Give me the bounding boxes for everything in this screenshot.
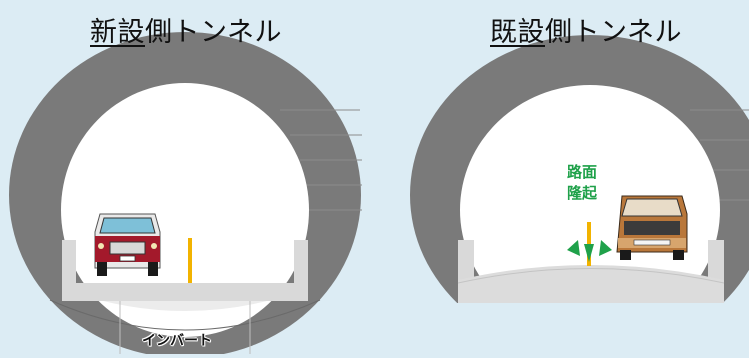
left-title-underlined: 新設 <box>90 17 145 48</box>
heave-arrows <box>567 240 612 262</box>
right-title-underlined: 既設 <box>490 17 545 48</box>
right-heaved-road <box>458 265 724 303</box>
left-lining-texture <box>280 109 362 211</box>
road-heave-label-line1: 路面 <box>567 163 598 181</box>
arrow-up-center-icon <box>584 244 594 262</box>
left-car <box>88 208 168 280</box>
invert-label: インバート <box>142 333 212 349</box>
left-tunnel-title: 新設側トンネル <box>90 10 282 49</box>
left-title-rest: 側トンネル <box>145 17 282 48</box>
right-curb-left <box>458 240 474 286</box>
arrow-up-left-icon <box>567 240 580 256</box>
arrow-up-right-icon <box>599 240 612 256</box>
left-tunnel <box>9 32 362 354</box>
left-curb-right <box>294 240 308 286</box>
right-title-rest: 側トンネル <box>545 17 682 48</box>
right-car <box>612 190 690 262</box>
left-road-surface <box>62 283 308 301</box>
left-curb-left <box>62 240 76 286</box>
road-heave-label: 路面 隆起 <box>567 162 597 204</box>
right-curb-right <box>708 240 724 286</box>
road-heave-label-line2: 隆起 <box>567 184 598 202</box>
right-tunnel-title: 既設側トンネル <box>490 10 682 49</box>
left-invert <box>72 292 298 311</box>
left-delineator-pole <box>188 238 192 283</box>
